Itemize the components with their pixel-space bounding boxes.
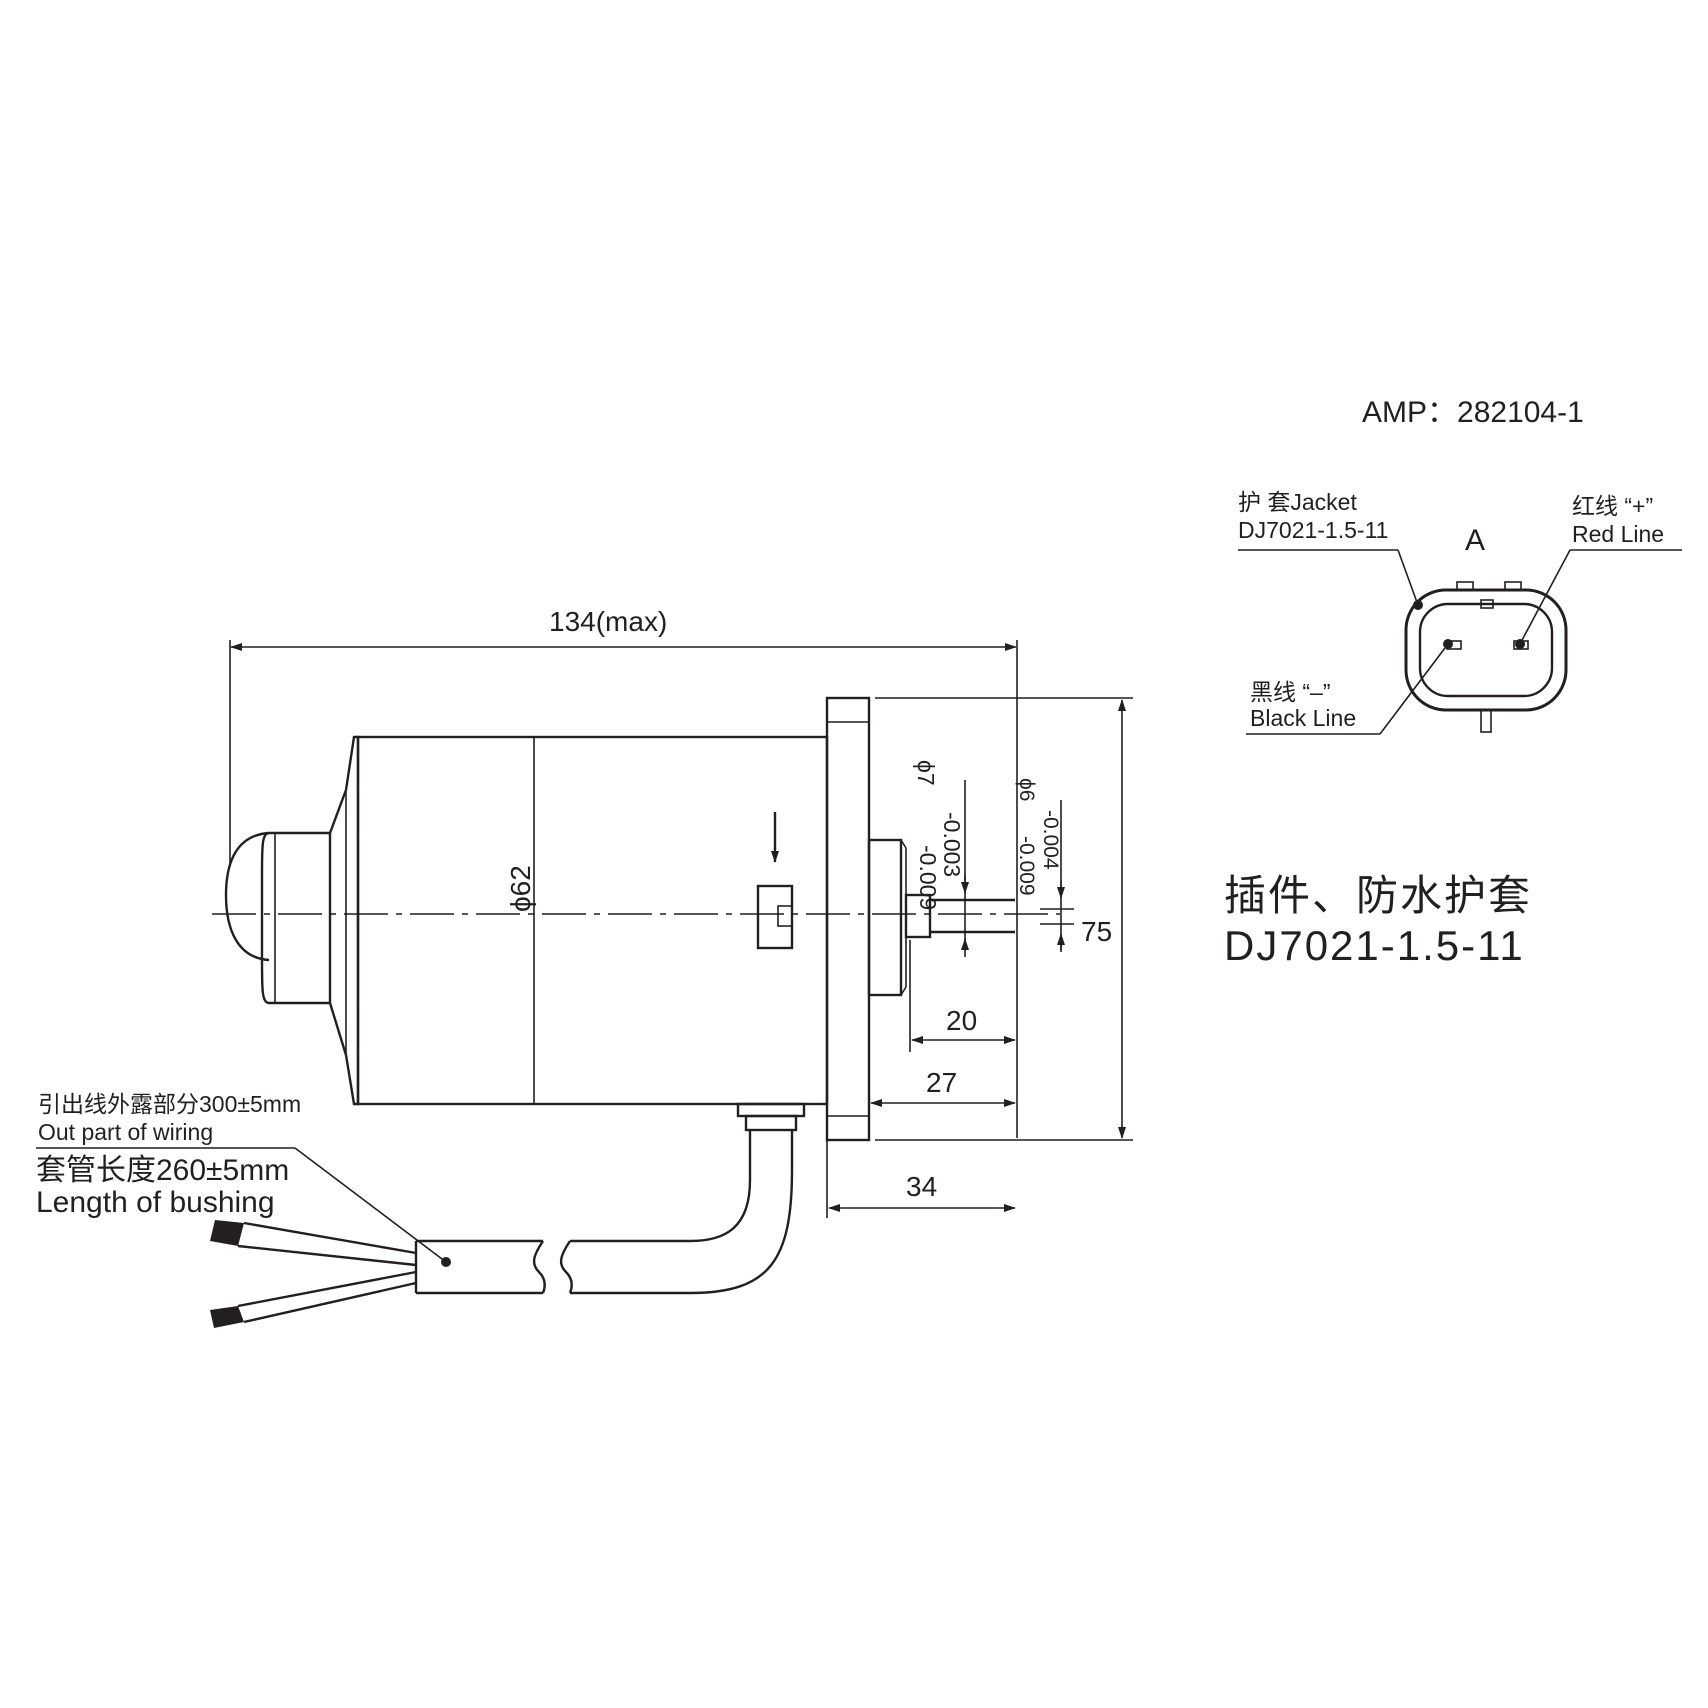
lower-wire — [237, 1270, 417, 1324]
view-letter: A — [1465, 524, 1485, 557]
dim-20-label: 20 — [946, 1005, 977, 1036]
dim-phi6-tol-lower: -0.009 — [1015, 836, 1038, 896]
connector-latch-left — [1456, 581, 1474, 591]
pilot-boss — [867, 838, 903, 997]
motor-body — [212, 696, 1060, 1142]
dim-75-label: 75 — [1081, 916, 1112, 947]
motor-can — [356, 735, 829, 1106]
boss-chamfer-bottom — [900, 986, 907, 996]
black-cn-label: 黑线 “–” — [1250, 679, 1331, 705]
jacket-cn-label: 护 套Jacket — [1238, 489, 1357, 515]
red-cn-label: 红线 “+” — [1572, 493, 1653, 519]
cable — [210, 1130, 794, 1328]
wiring-bushing-en: Length of bushing — [36, 1186, 275, 1219]
end-cap-dome — [224, 831, 270, 962]
connector-inner — [1418, 602, 1554, 698]
cable-gland-cap — [736, 1102, 806, 1118]
wiring-bushing-cn: 套管长度260±5mm — [36, 1154, 289, 1187]
wiring-leader — [294, 1147, 447, 1263]
dim-phi7-tol-lower: -0.009 — [915, 845, 941, 910]
flange — [825, 696, 871, 1142]
cable-break-right — [559, 1240, 573, 1294]
black-en-label: Black Line — [1250, 705, 1356, 731]
dim-phi7-tol-upper: -0.003 — [939, 812, 965, 877]
connector-latch-right — [1504, 581, 1522, 591]
black-leader — [1379, 643, 1449, 735]
label-tab-slot — [777, 905, 793, 927]
red-en-label: Red Line — [1572, 521, 1664, 547]
title-cn: 插件、防水护套 — [1224, 872, 1532, 919]
connector-view — [1238, 549, 1682, 735]
dim-phi6-tol-upper: -0.004 — [1039, 810, 1062, 870]
dim-134-label: 134(max) — [549, 606, 667, 637]
boss-chamfer-top — [900, 839, 907, 849]
cable-bend-outer — [570, 1130, 794, 1295]
cable-break-left — [532, 1240, 546, 1294]
dim-27-label: 27 — [926, 1067, 957, 1098]
dim-34-label: 34 — [906, 1171, 937, 1202]
connector-key — [1480, 599, 1494, 609]
rear-taper — [328, 735, 360, 1106]
title-part: DJ7021-1.5-11 — [1224, 922, 1525, 969]
cable-gland-nut — [744, 1114, 798, 1132]
wiring-exposed-cn: 引出线外露部分300±5mm — [38, 1091, 301, 1117]
dim-phi62-label: ϕ62 — [505, 865, 536, 912]
red-leader — [1519, 549, 1571, 645]
dim-phi7-label: ϕ7 — [913, 760, 939, 786]
label-tab — [756, 884, 794, 950]
upper-wire-tip — [210, 1220, 244, 1246]
connector-pin — [1480, 709, 1492, 733]
shaft-step — [904, 893, 932, 939]
cable-bend-inner — [570, 1130, 752, 1243]
jacket-part-label: DJ7021-1.5-11 — [1238, 517, 1388, 543]
dim-phi6-label: ϕ6 — [1015, 778, 1038, 801]
lower-wire-tip — [210, 1306, 244, 1328]
upper-wire — [237, 1221, 417, 1267]
jacket-leader — [1397, 549, 1419, 606]
end-cap-boss — [260, 831, 332, 1005]
dimensions — [229, 640, 1133, 1218]
wiring-exposed-en: Out part of wiring — [38, 1119, 213, 1145]
amp-label: AMP：282104-1 — [1362, 396, 1584, 429]
